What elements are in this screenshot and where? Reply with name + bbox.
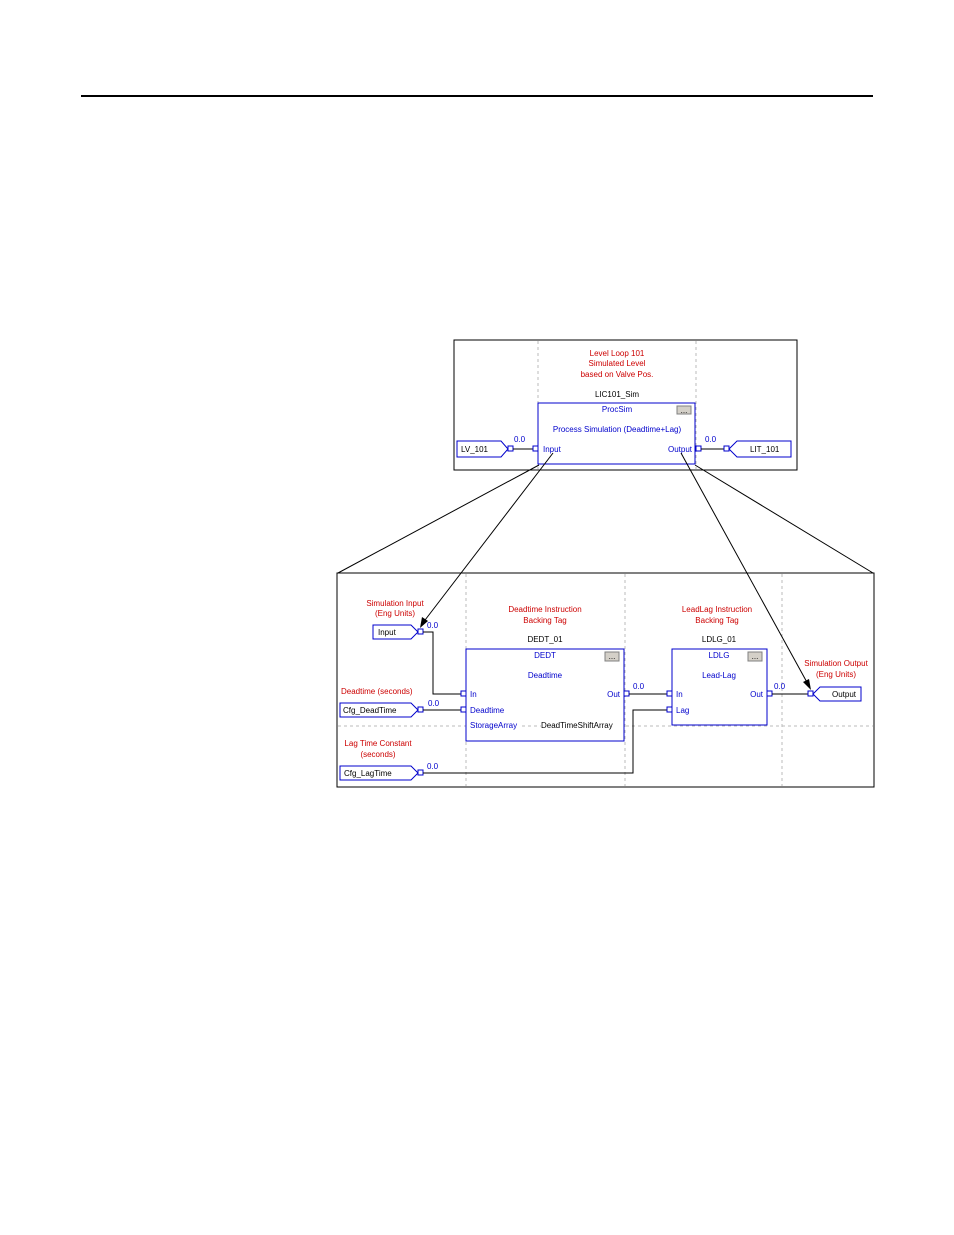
zoom-line-right (694, 464, 874, 574)
sim-input-label: Input (378, 628, 397, 637)
procsim-block[interactable] (537, 402, 696, 465)
procsim-block-type: ProcSim (602, 405, 633, 414)
output-mapping-arrow (680, 452, 810, 687)
dedt-pin-storage: StorageArray (470, 721, 517, 730)
dedt-pin-out: Out (607, 690, 621, 699)
cfg-lagtime-ref[interactable] (339, 765, 419, 781)
leadlag-instr-comment-2: Backing Tag (695, 616, 738, 625)
lit101-output-ref[interactable] (728, 440, 792, 458)
cfg-lagtime-label: Cfg_LagTime (344, 769, 392, 778)
lag-comment-1: Lag Time Constant (344, 739, 412, 748)
top-comment-line-2: Simulated Level (589, 359, 646, 368)
top-diagram-panel: Level Loop 101 Simulated Level based on … (453, 339, 798, 471)
dedt-instance-name: DEDT_01 (527, 635, 563, 644)
bottom-diagram-panel: Simulation Input (Eng Units) Input 0.0 D… (336, 572, 875, 788)
sim-input-value: 0.0 (427, 621, 439, 630)
deadtime-seconds-comment: Deadtime (seconds) (341, 687, 413, 696)
dedt-properties-button[interactable] (604, 651, 620, 662)
procsim-block-desc: Process Simulation (Deadtime+Lag) (553, 425, 682, 434)
ldlg-block[interactable] (671, 648, 768, 726)
sim-input-comment-2: (Eng Units) (375, 609, 415, 618)
sim-output-comment-1: Simulation Output (804, 659, 868, 668)
ldlg-type: LDLG (709, 651, 730, 660)
cfg-deadtime-label: Cfg_DeadTime (343, 706, 397, 715)
deadtime-instr-comment-2: Backing Tag (523, 616, 566, 625)
lv101-label: LV_101 (461, 445, 489, 454)
procsim-ellipsis: ... (681, 406, 688, 415)
cfg-deadtime-ref[interactable] (339, 702, 419, 718)
dedt-pin-deadtime: Deadtime (470, 706, 505, 715)
input-mapping-arrow (421, 452, 554, 625)
ldlg-desc: Lead-Lag (702, 671, 736, 680)
zoom-line-left (337, 464, 540, 574)
dedt-ellipsis: ... (609, 652, 616, 661)
dedt-pin-in: In (470, 690, 477, 699)
procsim-input-pin: Input (543, 445, 562, 454)
sim-output-comment-2: (Eng Units) (816, 670, 856, 679)
procsim-output-pin: Output (668, 445, 693, 454)
ldlg-instance-name: LDLG_01 (702, 635, 737, 644)
lit101-label: LIT_101 (750, 445, 780, 454)
procsim-instance-name: LIC101_Sim (595, 390, 639, 399)
leadlag-instr-comment-1: LeadLag Instruction (682, 605, 752, 614)
procsim-properties-button[interactable] (676, 405, 692, 415)
sim-input-ref[interactable] (372, 624, 419, 640)
sim-input-comment-1: Simulation Input (366, 599, 424, 608)
dedt-desc: Deadtime (528, 671, 563, 680)
top-comment-line-3: based on Valve Pos. (581, 370, 654, 379)
ldlg-out-value: 0.0 (774, 682, 786, 691)
dedt-storage-ref: DeadTimeShiftArray (541, 721, 613, 730)
ldlg-ellipsis: ... (752, 652, 759, 661)
lag-value: 0.0 (427, 762, 439, 771)
sim-output-label: Output (832, 690, 857, 699)
ldlg-pin-in: In (676, 690, 683, 699)
dedt-block[interactable] (465, 648, 625, 742)
deadtime-value: 0.0 (428, 699, 440, 708)
lag-comment-2: (seconds) (360, 750, 395, 759)
dedt-out-value: 0.0 (633, 682, 645, 691)
input-mapping-arrowhead (420, 617, 428, 628)
sim-output-ref[interactable] (812, 686, 862, 702)
ldlg-pin-out: Out (750, 690, 764, 699)
dedt-type: DEDT (534, 651, 556, 660)
input-value: 0.0 (514, 435, 526, 444)
lv101-input-ref[interactable] (456, 440, 509, 458)
ldlg-pin-lag: Lag (676, 706, 689, 715)
deadtime-instr-comment-1: Deadtime Instruction (508, 605, 581, 614)
output-value: 0.0 (705, 435, 717, 444)
top-comment-line-1: Level Loop 101 (590, 349, 645, 358)
output-mapping-arrowhead (803, 679, 811, 690)
ldlg-properties-button[interactable] (747, 651, 763, 662)
